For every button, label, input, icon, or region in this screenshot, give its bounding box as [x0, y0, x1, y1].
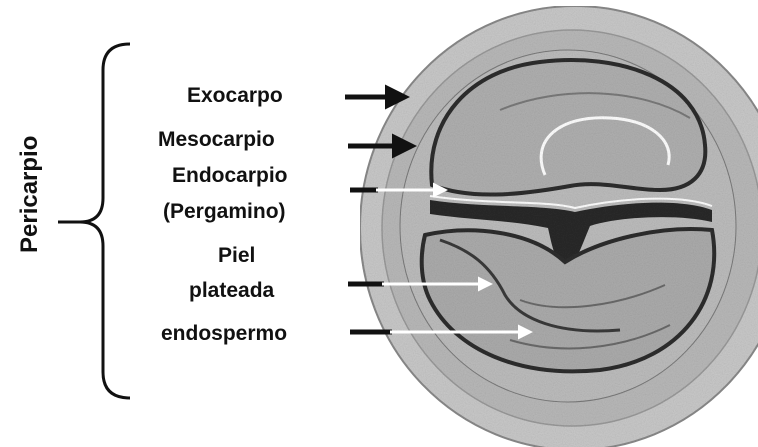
endospermo-label: endospermo	[161, 322, 287, 346]
pericarpio-label: Pericarpio	[15, 197, 45, 253]
plateada-label: plateada	[189, 279, 274, 303]
endocarpio-label: Endocarpio	[172, 164, 288, 188]
mesocarpio-label: Mesocarpio	[158, 128, 275, 152]
piel-label: Piel	[218, 244, 255, 268]
fruit-cross-section	[360, 6, 758, 447]
pergamino-label: (Pergamino)	[163, 200, 286, 224]
pericarp-bracket	[80, 44, 130, 398]
exocarpo-label: Exocarpo	[187, 84, 283, 108]
